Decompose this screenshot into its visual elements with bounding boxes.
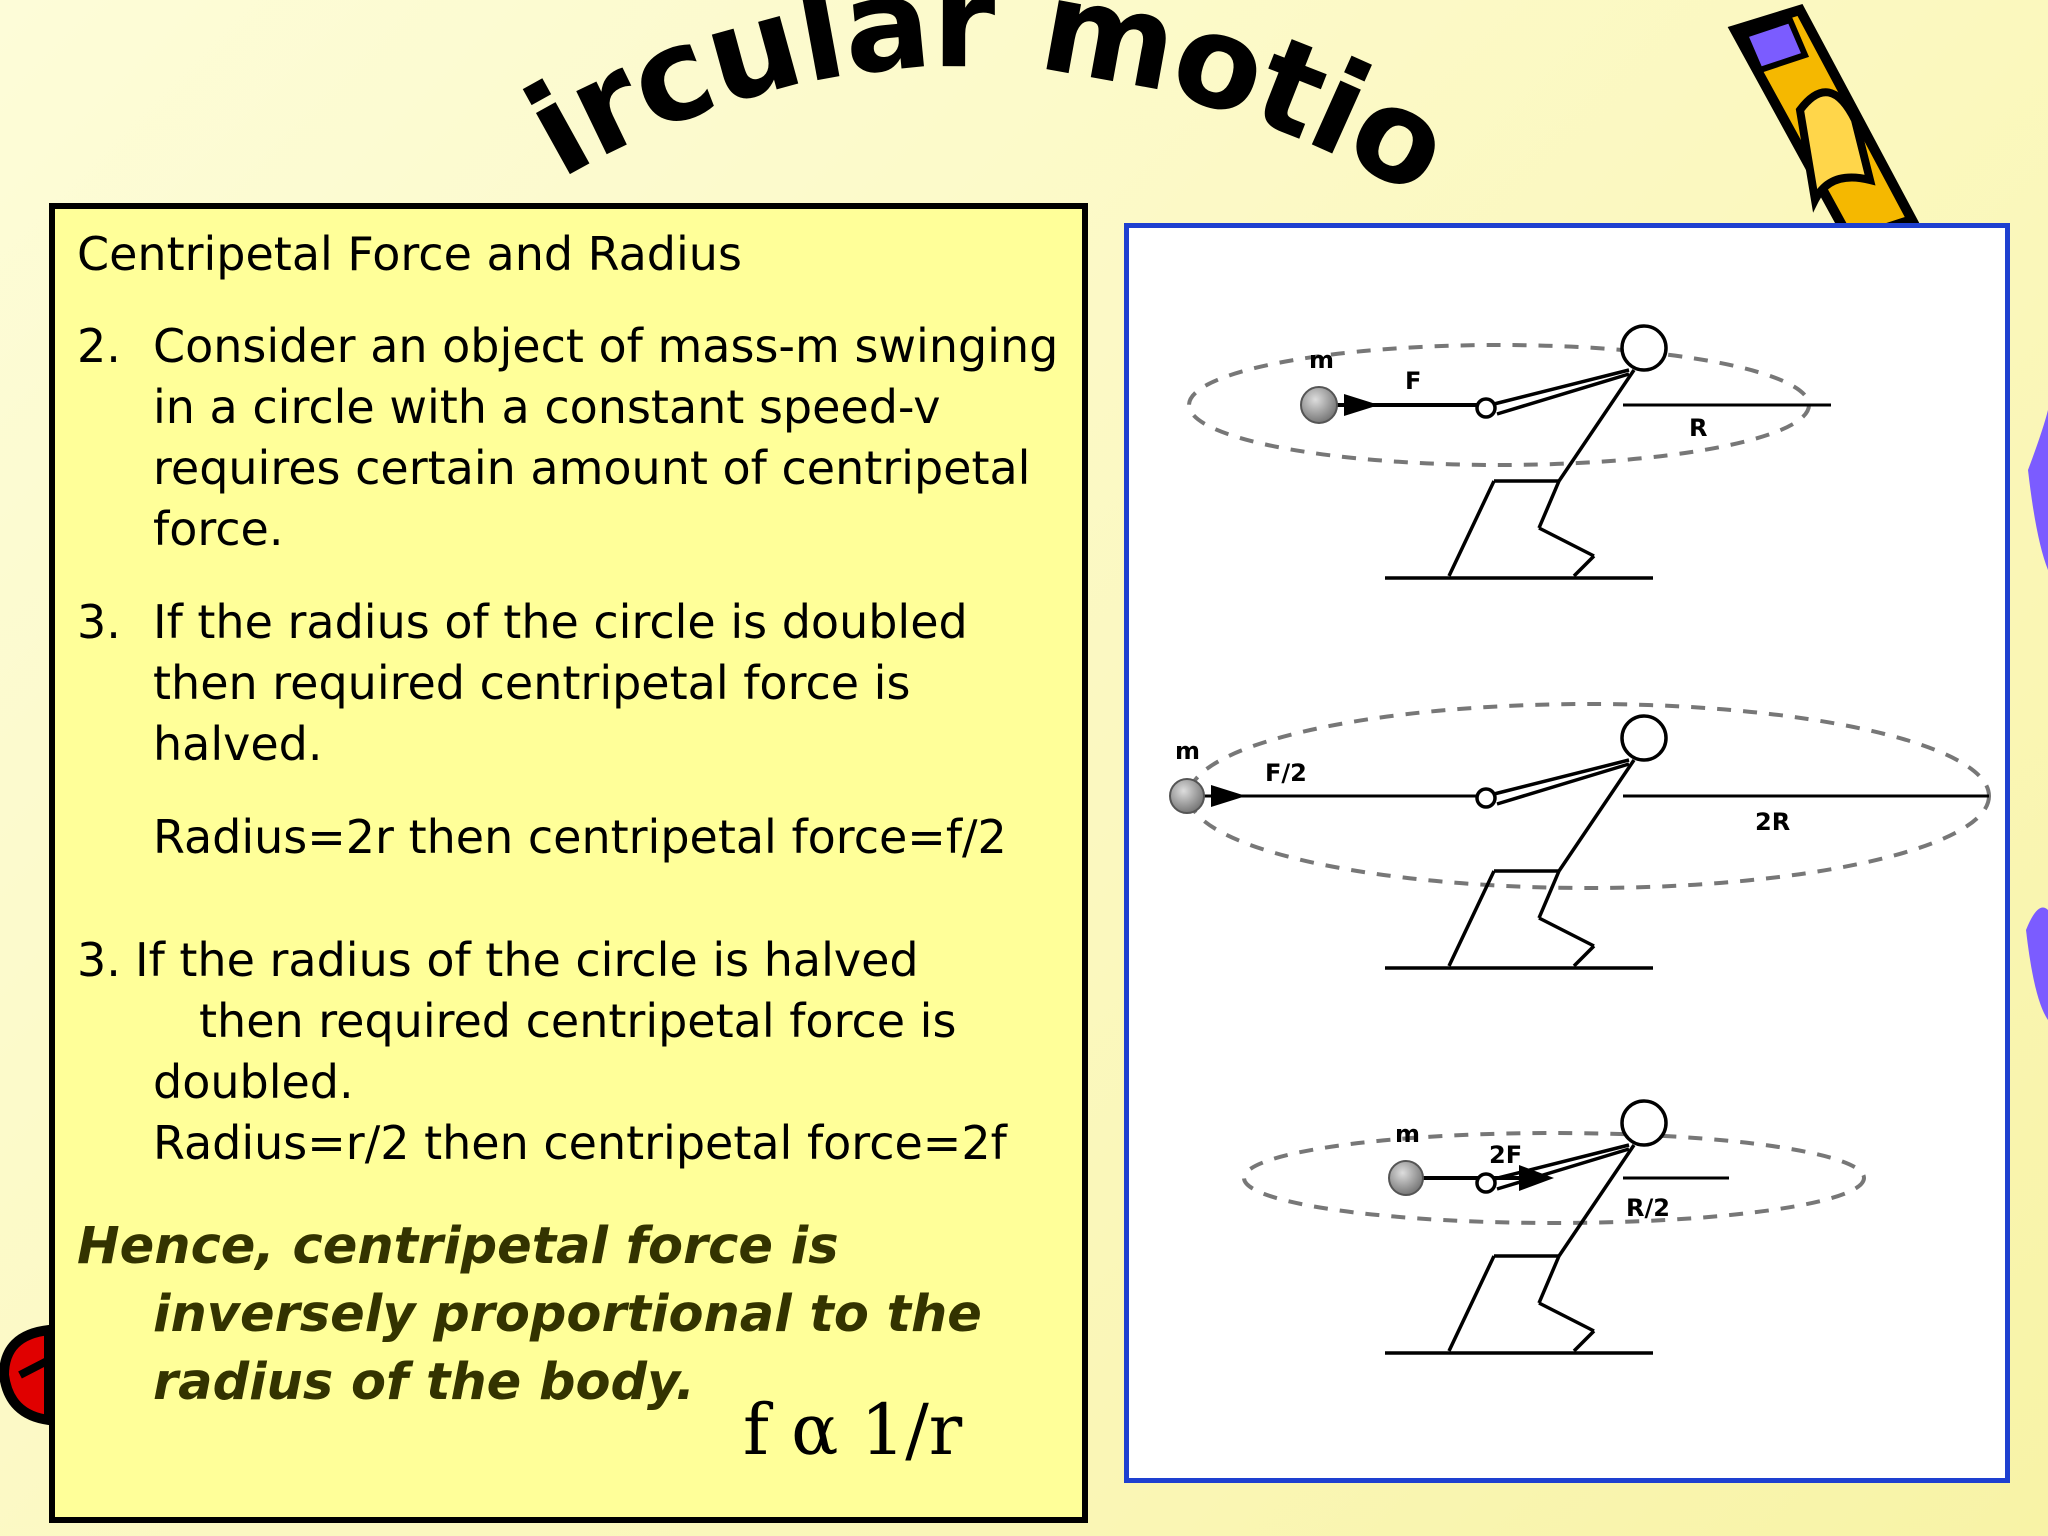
proportionality-formula: f α 1/r xyxy=(743,1389,963,1471)
item-line: Consider an object of mass-m swinging xyxy=(153,319,1059,373)
stick-figure xyxy=(1385,714,1668,970)
mass-ball xyxy=(1300,386,1338,424)
diagram-case-original: m F R xyxy=(1187,324,1831,580)
red-clipart-icon xyxy=(0,1324,54,1426)
purple-sliver-icon xyxy=(2028,410,2048,570)
purple-sliver-icon xyxy=(2026,907,2048,1020)
mass-ball xyxy=(1388,1160,1424,1196)
radius-label: R xyxy=(1689,414,1707,442)
item-line: in a circle with a constant speed-v xyxy=(153,380,941,434)
orbit-path xyxy=(1242,1131,1866,1225)
conclusion-line: inversely proportional to the xyxy=(153,1285,982,1344)
force-arrow-icon xyxy=(1344,394,1379,416)
mass-label: m xyxy=(1309,346,1334,374)
item-number: 3. xyxy=(77,595,121,649)
radius-label: 2R xyxy=(1755,808,1790,836)
item-line: If the radius of the circle is halved xyxy=(135,933,919,987)
stick-figure xyxy=(1385,324,1668,580)
item-line: then required centripetal force is xyxy=(153,656,911,710)
mass-label: m xyxy=(1395,1120,1420,1148)
item-formula: Radius=r/2 then centripetal force=2f xyxy=(153,1116,1007,1170)
text-panel: Centripetal Force and Radius 2. Consider… xyxy=(49,203,1088,1523)
item-line: requires certain amount of centripetal xyxy=(153,441,1031,495)
diagram-case-radius-doubled: m F/2 2R xyxy=(1169,702,1991,970)
force-label: F xyxy=(1405,367,1421,395)
force-label: F/2 xyxy=(1265,759,1307,787)
diagram-case-radius-halved: m 2F R/2 xyxy=(1242,1099,1866,1355)
conclusion-line: Hence, centripetal force is xyxy=(77,1217,839,1276)
item-line: doubled. xyxy=(153,1055,354,1109)
force-label: 2F xyxy=(1489,1141,1522,1169)
page-title: Circular motion xyxy=(0,0,1471,224)
item-number: 3. xyxy=(77,933,121,987)
panel-heading: Centripetal Force and Radius xyxy=(77,227,742,281)
pencil-icon xyxy=(1727,4,1920,247)
conclusion-line: radius of the body. xyxy=(153,1353,695,1412)
item-line: If the radius of the circle is doubled xyxy=(153,595,968,649)
force-arrow-icon xyxy=(1211,785,1246,807)
circular-motion-diagram: m F R m F/2 xyxy=(1169,324,1991,1355)
stick-figure xyxy=(1385,1099,1668,1355)
radius-label: R/2 xyxy=(1626,1194,1670,1222)
item-number: 2. xyxy=(77,319,121,373)
title-graphic: Circular motion xyxy=(0,0,1473,224)
item-line: then required centripetal force is xyxy=(199,994,957,1048)
item-line: halved. xyxy=(153,717,323,771)
item-formula: Radius=2r then centripetal force=f/2 xyxy=(153,810,1007,864)
diagram-panel: m F R m F/2 xyxy=(1124,223,2010,1483)
mass-ball xyxy=(1169,778,1205,814)
mass-label: m xyxy=(1175,737,1200,765)
item-line: force. xyxy=(153,502,284,556)
